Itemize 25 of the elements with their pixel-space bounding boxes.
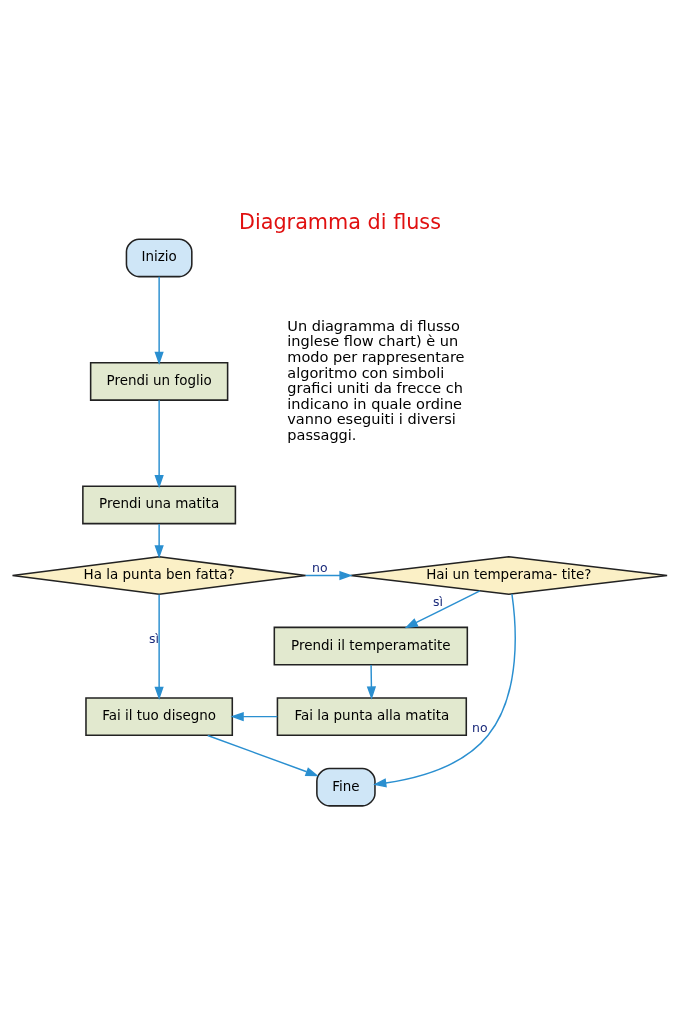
arrow (373, 592, 516, 788)
node-box: Prendi un foglio (89, 361, 229, 401)
node-box: Inizio (125, 238, 193, 277)
edge-label: no (312, 559, 328, 575)
arrow (230, 711, 278, 721)
node-diamond: Ha la punta ben fatta? (11, 555, 307, 595)
arrow (154, 522, 164, 559)
arrow (207, 734, 319, 776)
edge-label: sì (433, 593, 443, 609)
label: Un diagramma di flusso inglese flow chart) è un modo per rappresentare algoritmo con simboli grafici uniti da frecce ch indicano in quale ordine vanno eseguiti i diversi passaggi. (287, 317, 465, 443)
node-box: Prendi una matita (82, 484, 237, 524)
node-box: Fai il tuo disegno (85, 696, 234, 736)
node-box: Prendi il temperamatite (273, 626, 469, 665)
edge-label: sì (148, 630, 159, 646)
edge-label: no (472, 719, 488, 735)
node-diamond: Hai un temperama- tite? (349, 555, 668, 595)
arrow (404, 589, 481, 628)
arrow (154, 398, 164, 488)
arrow (366, 663, 377, 700)
diagram-title: Diagramma di fluss (239, 209, 441, 234)
node-box: Fai la punta alla matita (276, 696, 468, 736)
arrow (154, 275, 164, 365)
arrow (154, 593, 164, 700)
node-box: Fine (316, 767, 376, 807)
arrow (304, 570, 353, 580)
